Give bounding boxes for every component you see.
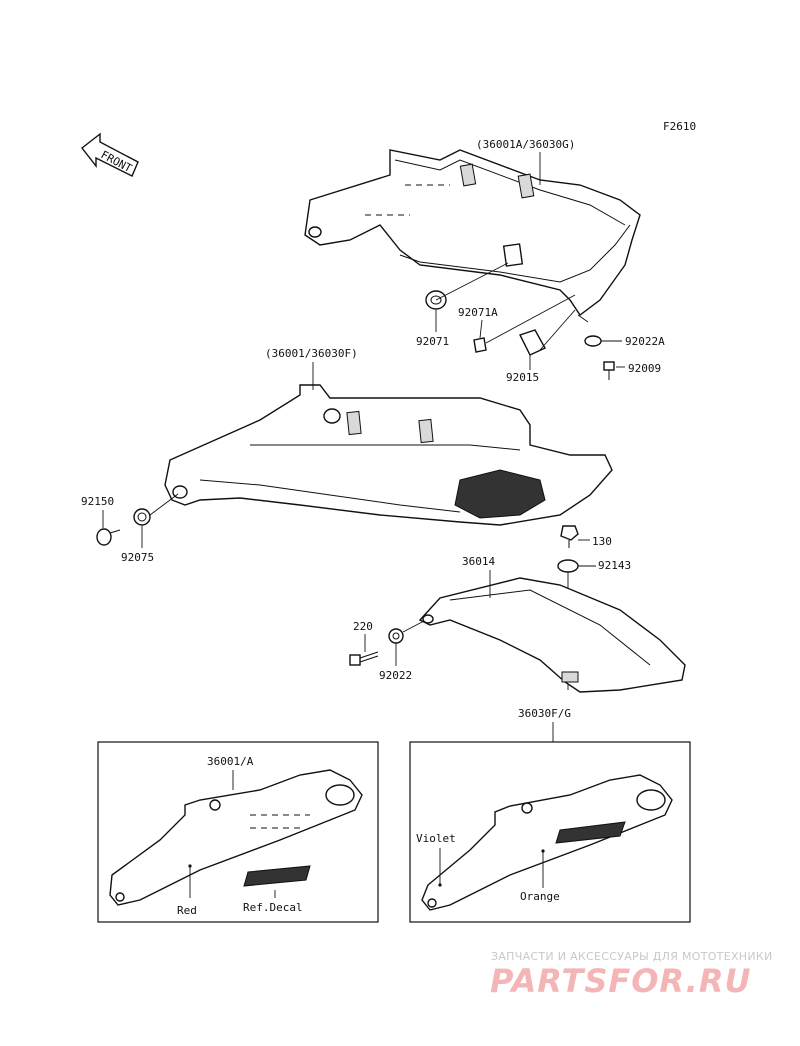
bolt-130 xyxy=(560,525,579,548)
label-92022A: 92022A xyxy=(625,335,665,348)
clip-92071A xyxy=(473,337,487,353)
inset-left-color: Red xyxy=(177,904,197,917)
grommet-92075 xyxy=(133,508,151,526)
bolt-92009 xyxy=(603,361,615,380)
label-36030FG: 36030F/G xyxy=(518,707,571,720)
inset-left-cover xyxy=(109,769,363,906)
inset-right-cover xyxy=(421,774,673,911)
inset-right-color-2: Orange xyxy=(520,890,560,903)
washer-92022A xyxy=(584,335,602,347)
label-92143: 92143 xyxy=(598,559,631,572)
watermark-logo: PARTSFOR.RU xyxy=(490,962,752,1000)
label-36014: 36014 xyxy=(462,555,495,568)
label-220: 220 xyxy=(353,620,373,633)
label-92022: 92022 xyxy=(379,669,412,682)
bolt-92150 xyxy=(96,528,121,546)
inset-left-decal xyxy=(243,865,311,887)
nut-92015 xyxy=(519,329,546,356)
inset-left-frame xyxy=(97,741,379,923)
label-92009: 92009 xyxy=(628,362,661,375)
upper-cover-part xyxy=(304,149,641,317)
inset-left-decal-label: Ref.Decal xyxy=(243,901,303,914)
label-92150: 92150 xyxy=(81,495,114,508)
label-92071: 92071 xyxy=(416,335,449,348)
label-cover-main: (36001/36030F) xyxy=(265,347,358,360)
washer-92022 xyxy=(388,628,404,644)
inset-left-title: 36001/A xyxy=(207,755,254,768)
figure-code: F2610 xyxy=(663,120,696,133)
label-92071A: 92071A xyxy=(458,306,498,319)
lower-cover-part xyxy=(418,577,686,693)
bolt-220 xyxy=(349,651,379,666)
main-cover-part xyxy=(164,384,613,526)
label-130: 130 xyxy=(592,535,612,548)
inset-right-frame xyxy=(409,741,691,923)
front-arrow-icon: FRONT xyxy=(81,132,139,177)
label-92075: 92075 xyxy=(121,551,154,564)
watermark-tagline: ЗАПЧАСТИ И АКСЕССУАРЫ ДЛЯ МОТОТЕХНИКИ xyxy=(491,950,773,963)
label-cover-upper: (36001A/36030G) xyxy=(476,138,575,151)
label-92015: 92015 xyxy=(506,371,539,384)
inset-right-color-1: Violet xyxy=(416,832,456,845)
washer-92143 xyxy=(557,559,579,573)
